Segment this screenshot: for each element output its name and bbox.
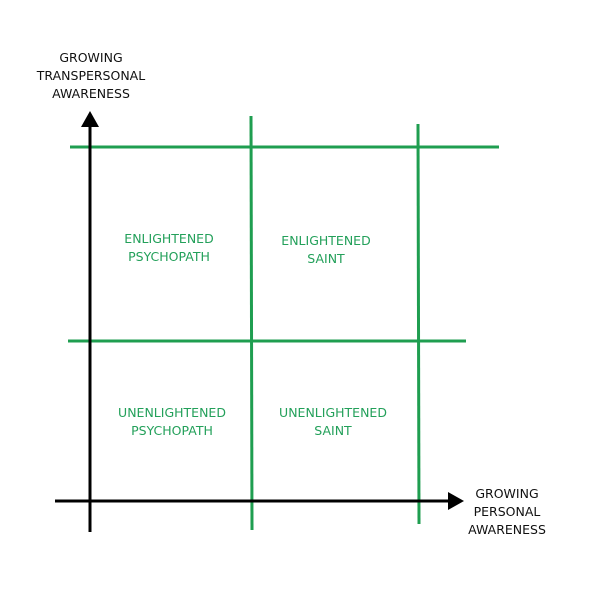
x-axis-label: GROWING PERSONAL AWARENESS [468,485,546,539]
quadrant-label-line: SAINT [307,251,345,266]
axes [55,124,452,532]
y-axis-arrow-icon [81,111,99,127]
quadrant-label-line: UNENLIGHTENED [279,405,387,420]
grid-line-left [249,115,254,531]
x-axis-label-line: PERSONAL [473,504,541,519]
y-axis-label-line: AWARENESS [52,86,130,101]
grid-lines [68,115,499,531]
quadrant-label-line: ENLIGHTENED [124,231,214,246]
quadrant-label-line: PSYCHOPATH [128,249,210,264]
x-axis-label-line: GROWING [475,486,539,501]
y-axis-label-line: TRANSPERSONAL [36,68,146,83]
y-axis-label-line: GROWING [59,50,123,65]
quadrant-unenlightened-saint: UNENLIGHTENED SAINT [279,404,387,440]
quadrant-label-line: PSYCHOPATH [131,423,213,438]
quadrant-label-line: SAINT [314,423,352,438]
y-axis-label: GROWING TRANSPERSONAL AWARENESS [37,49,145,103]
quadrant-enlightened-psychopath: ENLIGHTENED PSYCHOPATH [124,230,213,266]
quadrant-unenlightened-psychopath: UNENLIGHTENED PSYCHOPATH [118,404,226,440]
quadrant-label-line: UNENLIGHTENED [118,405,226,420]
x-axis-label-line: AWARENESS [468,522,546,537]
quadrant-label-line: ENLIGHTENED [281,233,371,248]
x-axis-arrow-icon [448,492,464,510]
quadrant-enlightened-saint: ENLIGHTENED SAINT [281,232,370,268]
grid-line-right [416,123,421,525]
